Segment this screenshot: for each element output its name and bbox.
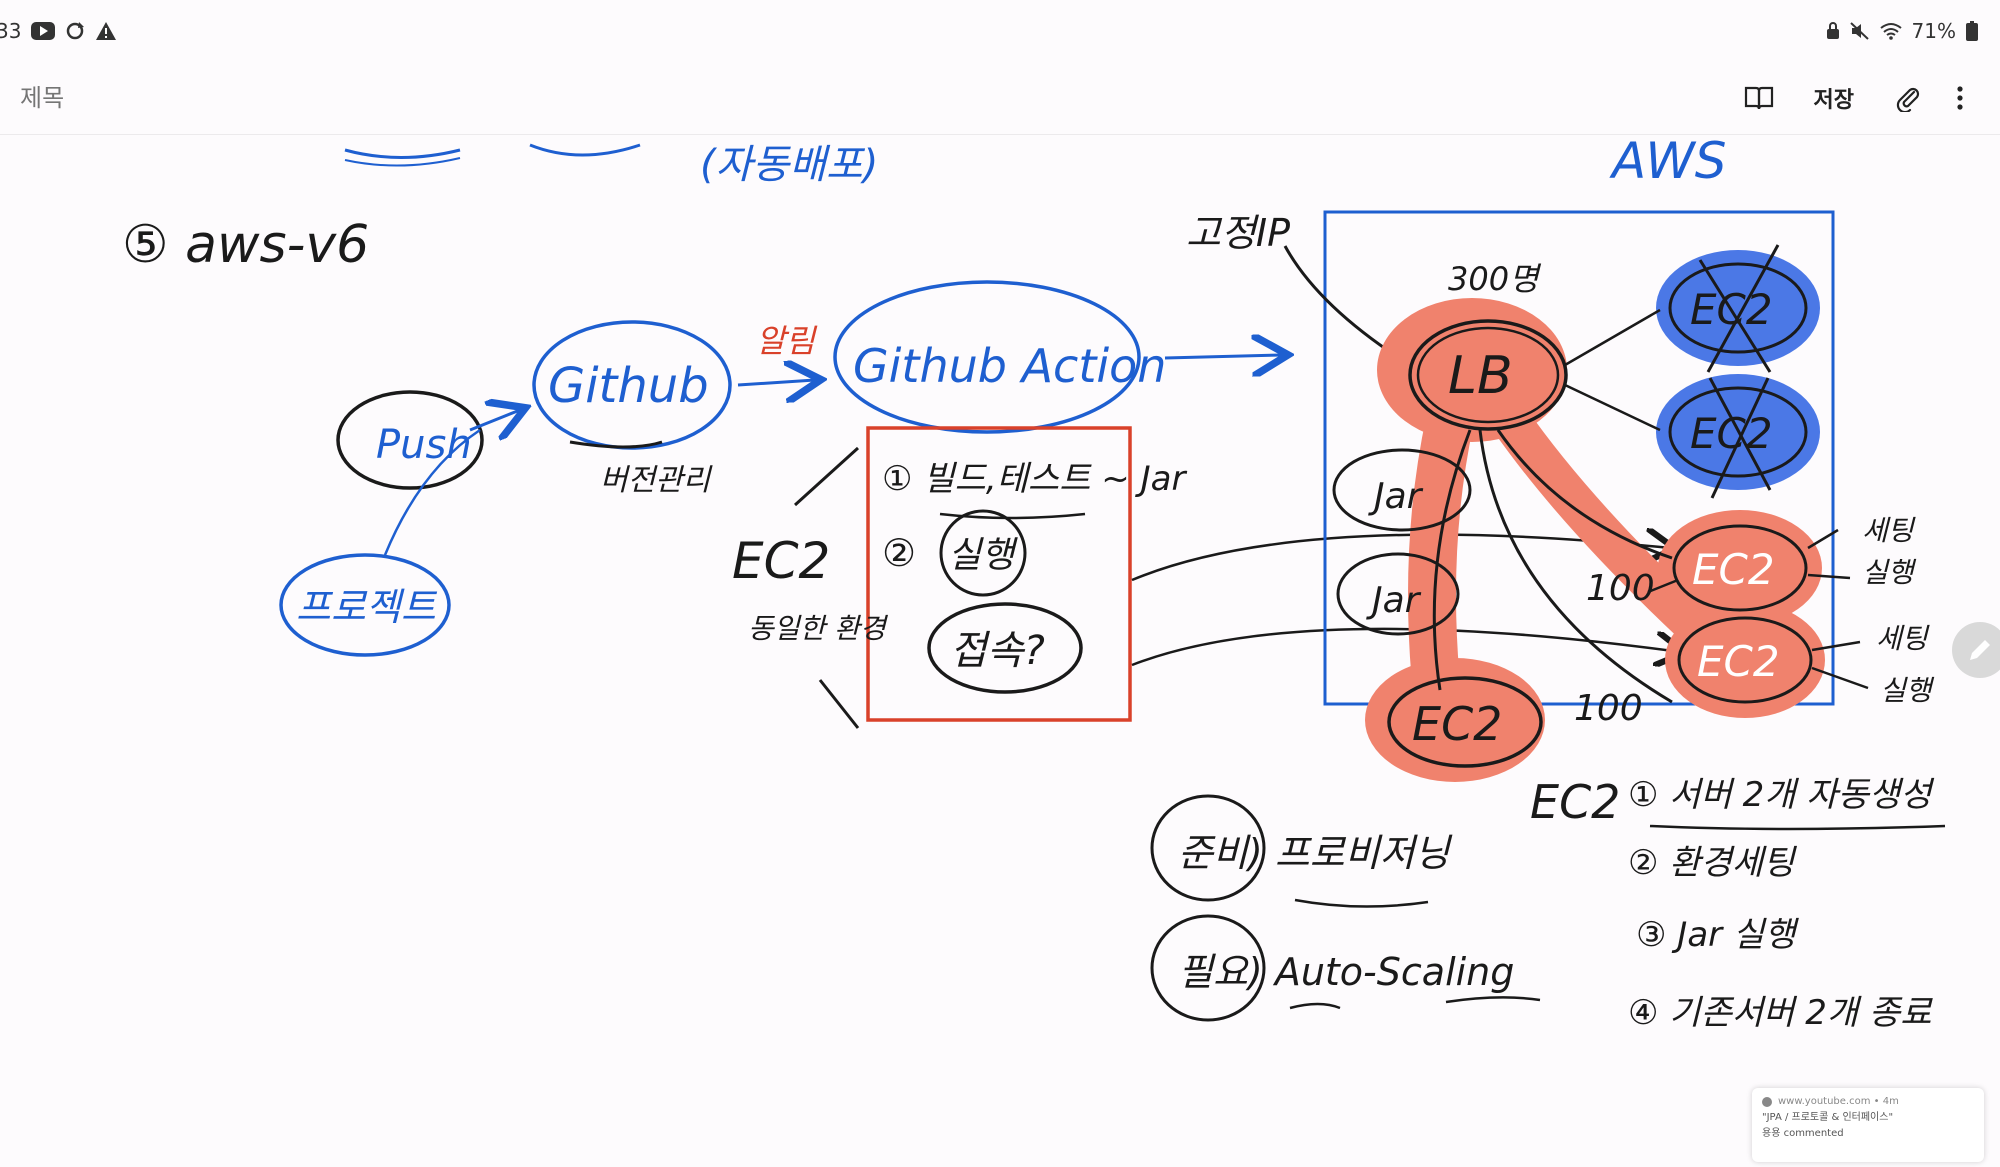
setting-label-2: 세팅 xyxy=(1876,622,1930,655)
pen-icon xyxy=(1970,640,1990,660)
edit-pen-button[interactable] xyxy=(1952,622,2000,678)
toolbar: 저장 xyxy=(1744,81,1964,115)
warning-icon xyxy=(96,22,117,40)
push-to-github-arrow xyxy=(469,410,520,430)
aws-label: AWS xyxy=(1609,135,1727,190)
step-3-outline xyxy=(927,602,1083,694)
notification-source: www.youtube.com • 4m xyxy=(1762,1094,1974,1110)
running-label-1: 실행 xyxy=(1862,556,1917,589)
status-bar: 33 71% xyxy=(0,0,2000,62)
battery-percent: 71% xyxy=(1911,19,1956,43)
mute-icon xyxy=(1849,22,1869,40)
action-to-aws-arrow xyxy=(1164,355,1282,358)
lb-node-label: LB xyxy=(1448,346,1513,406)
push-node-label: Push xyxy=(376,422,472,468)
status-time: 33 xyxy=(0,19,22,43)
battery-icon xyxy=(1966,21,1978,41)
lock-icon xyxy=(1826,22,1839,39)
new-ec2-1-outline xyxy=(1672,524,1808,612)
github-action-node-label: Github Action xyxy=(853,339,1166,393)
jar-bubble-1-label: Jar xyxy=(1368,476,1424,517)
fixed-ip-label: 고정IP xyxy=(1186,211,1290,255)
bottom-ec2-label: EC2 xyxy=(1412,697,1502,751)
title-input[interactable] xyxy=(18,83,422,113)
notification-line-1: "JPA / 프로토콜 & 인터페이스" xyxy=(1762,1112,1894,1123)
lb-node-outline xyxy=(1408,319,1568,431)
more-vert-icon xyxy=(1957,86,1963,110)
github-to-action-arrow xyxy=(737,380,815,385)
top-partial-text: (자동배포) xyxy=(700,142,878,188)
setting-label-1: 세팅 xyxy=(1862,514,1916,547)
step-2-circle xyxy=(939,509,1027,597)
section-label: ⑤ aws-v6 xyxy=(122,215,369,275)
globe-icon xyxy=(1762,1097,1772,1107)
step-2-text: 실행 xyxy=(948,535,1018,576)
jar-bubble-2 xyxy=(1336,552,1460,636)
github-sub-label: 버전관리 xyxy=(600,463,713,498)
list-item-2: ② 환경세팅 xyxy=(1628,843,1797,883)
project-link-line xyxy=(383,428,481,556)
project-node-outline xyxy=(279,553,451,657)
new-ec2-1-label: EC2 xyxy=(1692,545,1775,594)
user-count-label: 300명 xyxy=(1448,260,1542,298)
ec2-side-sublabel: 동일한 환경 xyxy=(748,612,889,645)
notification-source-text: www.youtube.com • 4m xyxy=(1778,1096,1899,1107)
app-bar: 저장 xyxy=(0,62,2000,135)
old-ec2-2-outline xyxy=(1668,386,1808,478)
push-node-outline xyxy=(336,390,484,490)
count-100-a: 100 xyxy=(1586,568,1655,609)
attach-button[interactable] xyxy=(1894,84,1922,112)
sync-icon xyxy=(67,22,85,40)
more-button[interactable] xyxy=(1956,85,1964,111)
ec2-side-label: EC2 xyxy=(732,532,830,590)
ec2-process-box xyxy=(866,426,1132,722)
book-view-button[interactable] xyxy=(1744,85,1774,111)
notification-line-2: 용용 commented xyxy=(1762,1128,1844,1139)
jar-bubble-2-label: Jar xyxy=(1366,580,1422,621)
running-label-2: 실행 xyxy=(1880,674,1935,707)
old-ec2-1-outline xyxy=(1668,262,1808,354)
github-node-label: Github xyxy=(548,358,709,414)
youtube-icon xyxy=(31,22,56,40)
jar-bubble-1 xyxy=(1332,448,1472,532)
step-3-text: 접속? xyxy=(950,628,1045,674)
status-right: 71% xyxy=(1826,19,1978,43)
ec2-list-title: EC2 xyxy=(1530,775,1620,829)
notification-card[interactable]: www.youtube.com • 4m "JPA / 프로토콜 & 인터페이스… xyxy=(1752,1088,1984,1162)
step-1-text: ① 빌드,테스트 ~ Jar xyxy=(882,459,1187,499)
note-canvas[interactable]: (자동배포) ⑤ aws-v6 Push 프로젝트 Github 버전관리 알림… xyxy=(0,135,2000,1167)
project-node-label: 프로젝트 xyxy=(296,585,438,629)
book-icon xyxy=(1744,86,1773,110)
new-ec2-2-label: EC2 xyxy=(1697,637,1780,686)
save-button[interactable]: 저장 xyxy=(1808,81,1860,115)
need-note: 필요) Auto-Scaling xyxy=(1178,950,1514,994)
list-item-1: ① 서버 2개 자동생성 xyxy=(1628,775,1935,815)
paperclip-icon xyxy=(1896,87,1920,112)
github-action-node-outline xyxy=(833,280,1141,434)
aws-region-box xyxy=(1323,210,1835,706)
step-2-number: ② xyxy=(882,531,916,575)
status-left: 33 xyxy=(0,19,117,43)
prep-note: 준비) 프로비저닝 xyxy=(1178,831,1453,875)
count-100-b: 100 xyxy=(1574,688,1643,729)
notify-label: 알림 xyxy=(756,322,817,360)
wifi-icon xyxy=(1879,23,1902,40)
new-ec2-2-outline xyxy=(1677,616,1813,704)
bottom-ec2-outline xyxy=(1387,676,1543,768)
list-item-3: ③ Jar 실행 xyxy=(1636,915,1799,955)
list-item-4: ④ 기존서버 2개 종료 xyxy=(1628,993,1933,1033)
